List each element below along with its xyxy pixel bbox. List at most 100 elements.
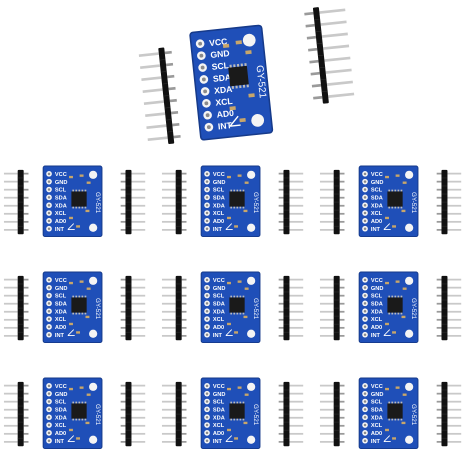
pin-label: INT — [55, 439, 65, 445]
header-pin — [289, 310, 304, 313]
header-pin — [161, 212, 176, 215]
pin-label: SDA — [213, 196, 225, 202]
pin-label: AD0 — [371, 431, 382, 437]
pin-label: AD0 — [213, 431, 224, 437]
header-pin — [447, 188, 462, 191]
header-pin — [131, 384, 146, 387]
mounting-hole — [251, 114, 265, 127]
header-pin — [289, 384, 304, 387]
pin-label: GND — [210, 48, 230, 60]
smd-component — [392, 225, 397, 228]
smd-component — [79, 280, 84, 283]
header-pin — [289, 326, 304, 329]
header-pin — [319, 196, 334, 199]
smd-component — [227, 387, 231, 391]
mounting-hole — [405, 223, 414, 232]
header-pin — [319, 204, 334, 207]
smd-component — [392, 437, 397, 440]
imu-chip — [228, 65, 249, 87]
header-pin — [447, 172, 462, 175]
header-pin — [447, 416, 462, 419]
pin-label: XDA — [55, 415, 67, 421]
header-pin — [447, 204, 462, 207]
pin-label: SCL — [371, 294, 383, 300]
pin-label: SCL — [55, 294, 67, 300]
pin-label: AD0 — [213, 219, 224, 225]
smd-component — [76, 331, 81, 334]
smd-component — [69, 428, 73, 432]
header-pin — [131, 392, 146, 395]
smd-component — [237, 174, 242, 177]
header-pin — [3, 424, 18, 427]
pin-label: GND — [55, 180, 68, 186]
pin-label: AD0 — [55, 325, 66, 331]
right-pin-header — [278, 381, 304, 447]
header-pin — [319, 326, 334, 329]
smd-component — [222, 43, 230, 49]
imu-chip — [229, 297, 245, 313]
header-pin — [131, 286, 146, 289]
left-pin-header — [319, 169, 345, 235]
header-pin — [3, 196, 18, 199]
pin-label: SCL — [371, 400, 383, 406]
header-pin — [447, 220, 462, 223]
header-pin — [319, 302, 334, 305]
silkscreen-model: GY-521 — [410, 298, 417, 320]
header-pin — [319, 392, 334, 395]
smd-component — [244, 287, 249, 290]
header-pin — [319, 212, 334, 215]
header-pin — [319, 220, 334, 223]
axis-arrows-icon — [383, 435, 391, 442]
header-pin — [319, 400, 334, 403]
smd-component — [402, 287, 407, 290]
pin-label: AD0 — [55, 431, 66, 437]
header-pin — [3, 286, 18, 289]
left-pin-header — [3, 275, 29, 341]
header-pin — [447, 180, 462, 183]
header-pin — [131, 228, 146, 231]
header-pin — [3, 416, 18, 419]
smd-component — [85, 315, 90, 319]
header-pin — [3, 294, 18, 297]
smd-component — [243, 421, 248, 425]
mounting-hole — [247, 435, 256, 444]
smd-component — [85, 209, 90, 213]
pin-label: XCL — [55, 317, 67, 323]
smd-component — [244, 181, 249, 184]
mounting-hole — [89, 170, 98, 179]
header-pin — [319, 188, 334, 191]
header-pin — [289, 196, 304, 199]
left-pin-header — [319, 275, 345, 341]
pin-label: SCL — [371, 188, 383, 194]
left-pin-header — [3, 169, 29, 235]
header-pin — [161, 220, 176, 223]
pin-label: XDA — [213, 309, 225, 315]
right-pin-header — [120, 169, 146, 235]
header-pin — [161, 204, 176, 207]
mounting-hole — [405, 170, 414, 179]
smd-component — [239, 118, 246, 123]
header-pin — [447, 432, 462, 435]
smd-component — [395, 174, 400, 177]
smd-component — [227, 281, 231, 285]
smd-component — [385, 175, 389, 179]
silkscreen-model: GY-521 — [94, 404, 101, 426]
header-pin — [319, 432, 334, 435]
header-pin — [319, 440, 334, 443]
mounting-hole — [247, 276, 256, 285]
smd-component — [227, 216, 231, 220]
header-pin — [131, 204, 146, 207]
header-pin — [319, 8, 346, 14]
mounting-hole — [247, 170, 256, 179]
smd-component — [85, 421, 90, 425]
header-pin — [319, 318, 334, 321]
pin-label: INT — [371, 333, 381, 339]
pin-label: GND — [213, 180, 226, 186]
